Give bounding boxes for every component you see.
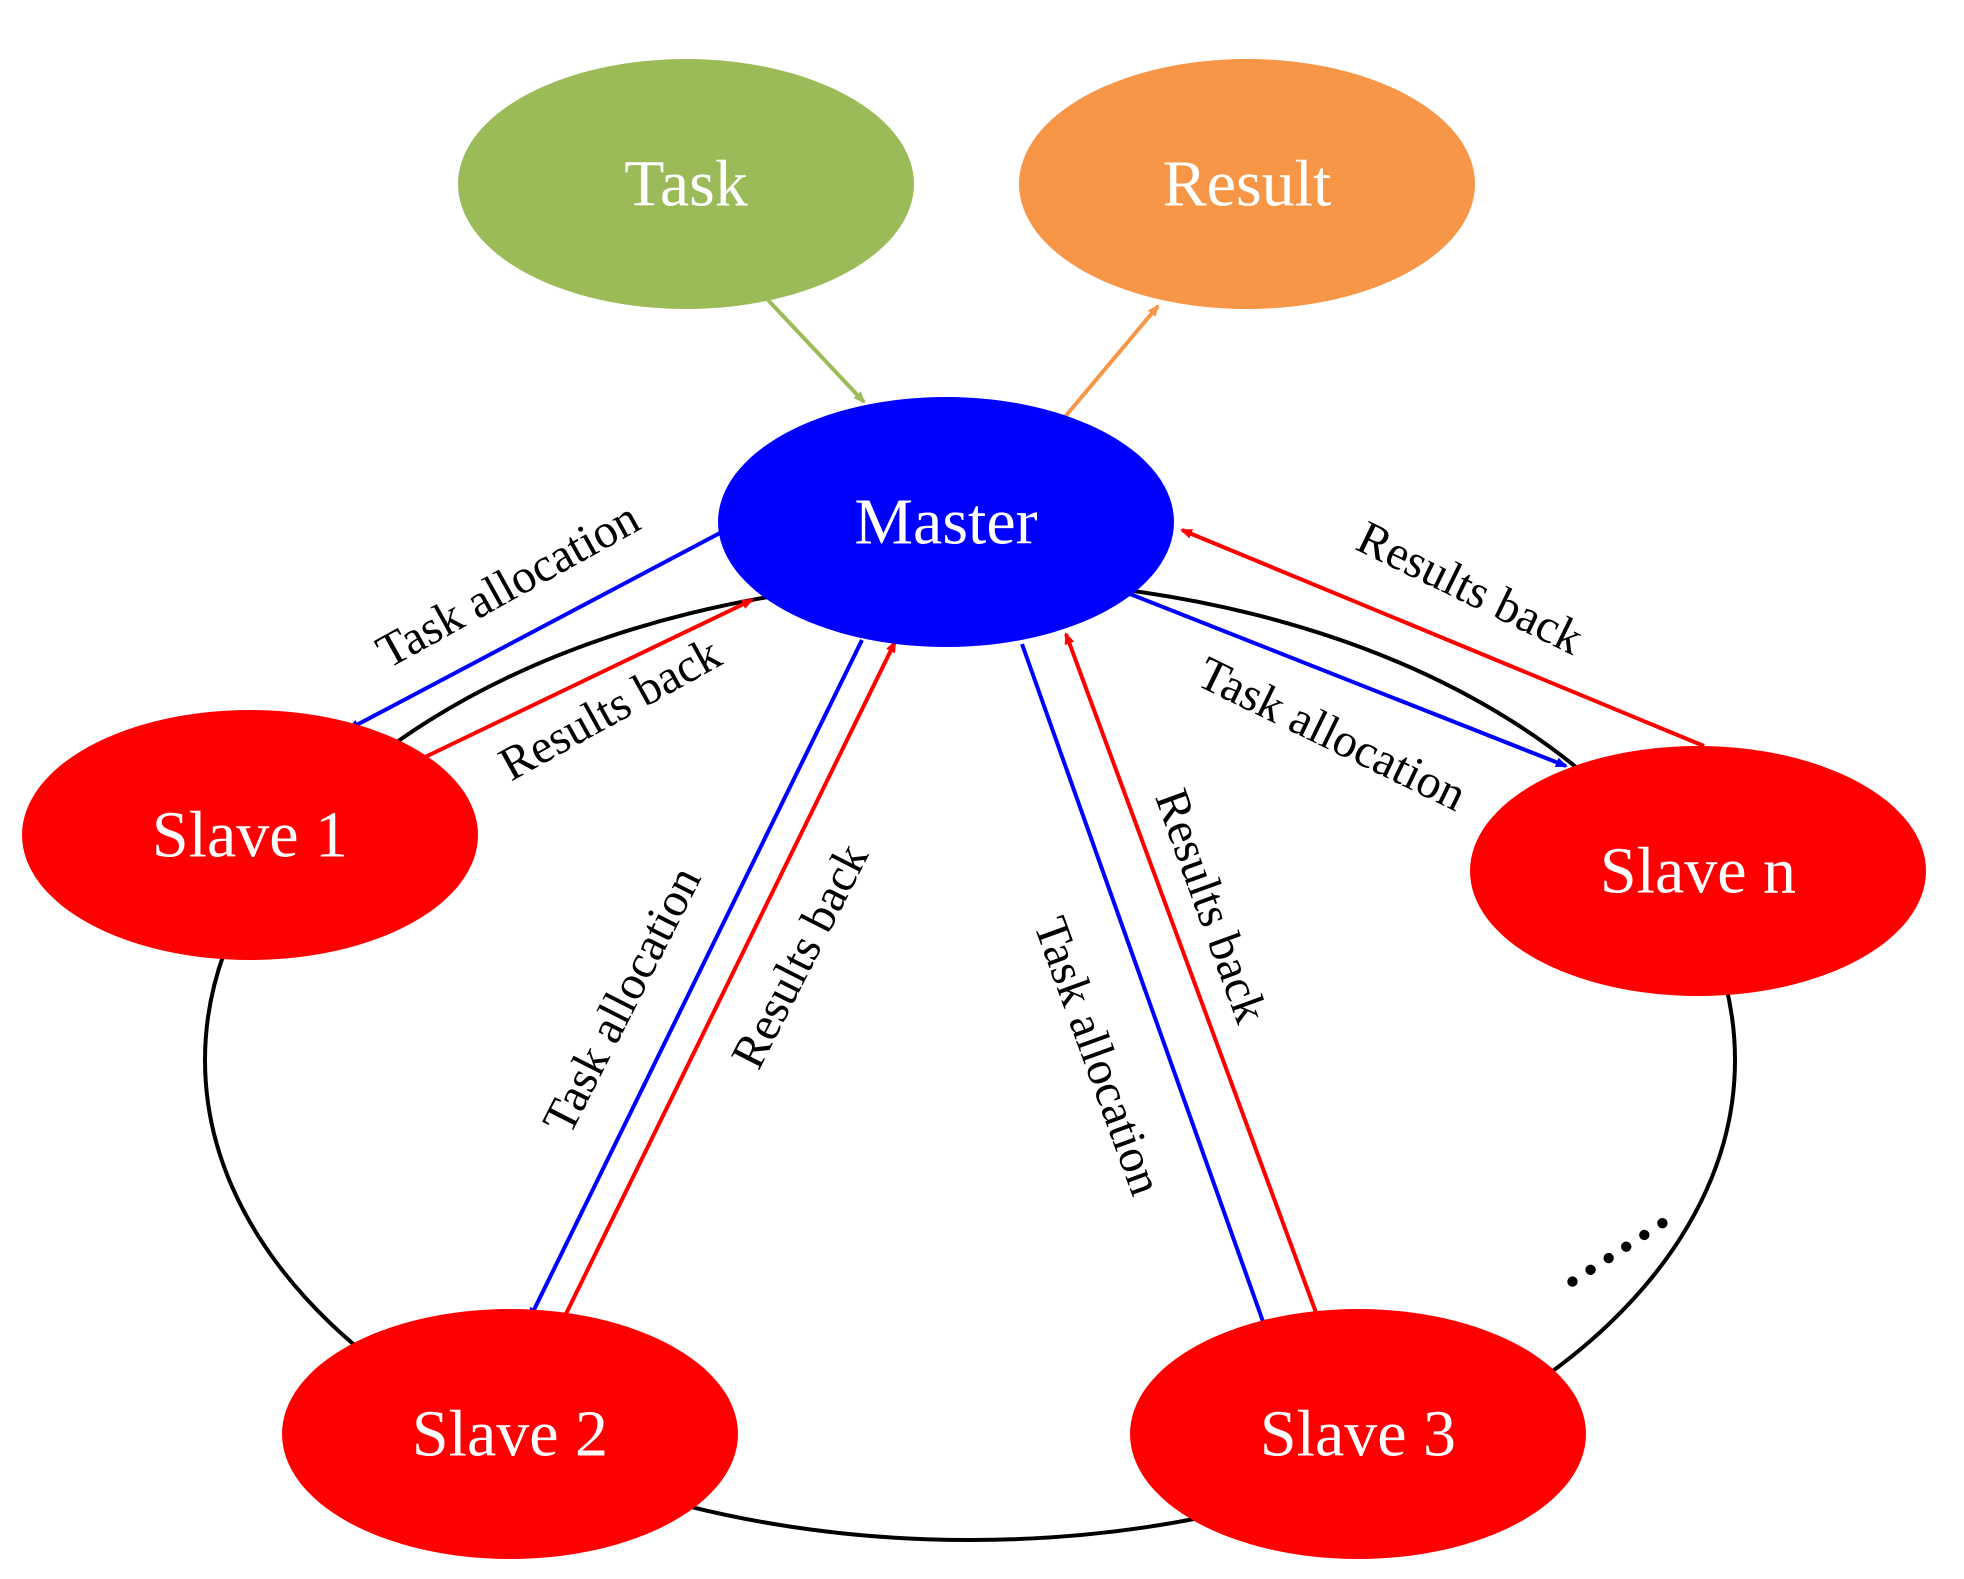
task-label: Task xyxy=(624,148,748,221)
results-arrow-slave-1 xyxy=(422,598,754,760)
slave-n-results-label: Results back xyxy=(1349,511,1592,666)
allocation-arrow-slave-1 xyxy=(347,531,721,731)
results-arrow-slave-2 xyxy=(561,640,897,1321)
allocation-arrow-slave-2 xyxy=(528,639,864,1320)
result-node: Result xyxy=(1019,59,1475,309)
results-arrow-slave-n xyxy=(1180,528,1705,748)
slave-1-label: Slave 1 xyxy=(152,799,348,872)
slave-3-label: Slave 3 xyxy=(1260,1398,1456,1471)
master-label: Master xyxy=(854,486,1037,559)
slave-2-node: Slave 2 xyxy=(282,1309,738,1559)
slave-1-allocation-label: Task allocation xyxy=(368,491,648,679)
results-arrow-slave-3 xyxy=(1064,632,1320,1319)
task-node: Task xyxy=(458,59,914,309)
allocation-arrow-slave-n xyxy=(1129,592,1568,768)
slave-n-node: Slave n xyxy=(1470,746,1926,996)
allocation-arrow-slave-3 xyxy=(1020,643,1268,1332)
slave-n-label: Slave n xyxy=(1600,835,1796,908)
task-to-master-arrow xyxy=(766,298,866,404)
master-node: Master xyxy=(718,397,1174,647)
slave-2-results-label: Results back xyxy=(721,835,879,1076)
slave-3-node: Slave 3 xyxy=(1130,1309,1586,1559)
slave-1-node: Slave 1 xyxy=(22,710,478,960)
result-label: Result xyxy=(1163,148,1332,221)
slave-2-label: Slave 2 xyxy=(412,1398,608,1471)
slave-3-allocation-label: Task allocation xyxy=(1023,910,1172,1202)
more-slaves-ellipsis: …… xyxy=(1535,1173,1681,1302)
master-to-result-arrow xyxy=(1062,304,1160,420)
